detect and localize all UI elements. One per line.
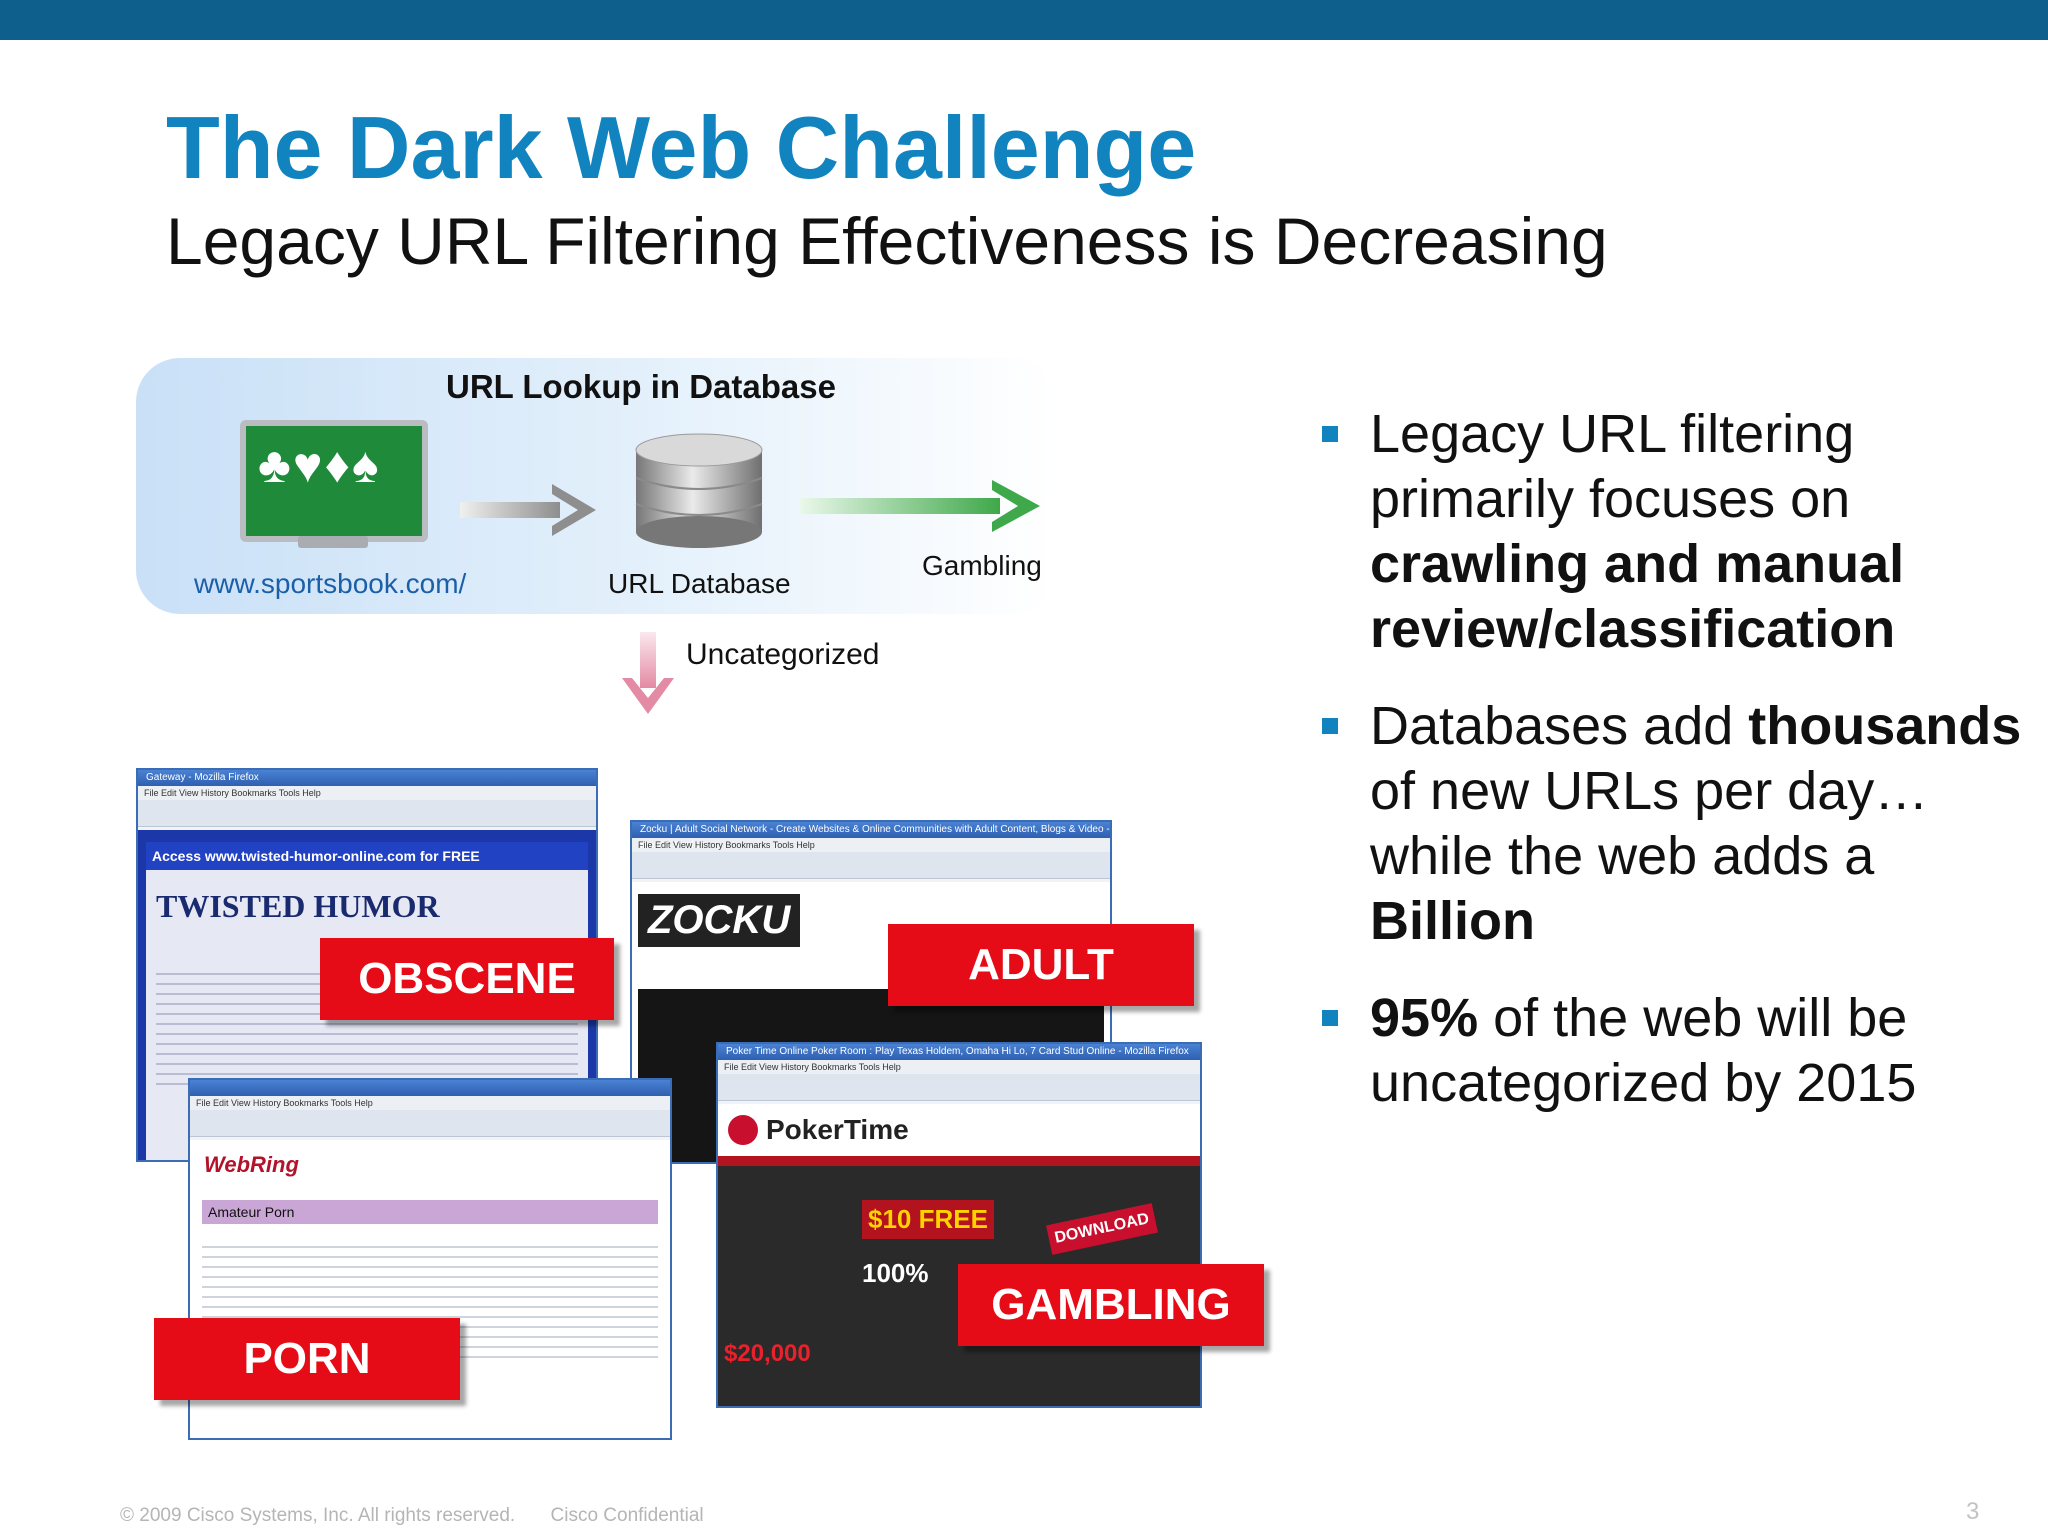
address-bar <box>138 800 596 827</box>
monitor-stand <box>298 536 368 548</box>
page-number: 3 <box>1966 1498 1980 1525</box>
result-gambling-label: Gambling <box>922 550 1042 581</box>
window-menu: File Edit View History Bookmarks Tools H… <box>632 838 1110 852</box>
gambling-site-window: Poker Time Online Poker Room : Play Texa… <box>716 1042 1202 1408</box>
url-lookup-title: URL Lookup in Database <box>446 368 836 405</box>
twisted-humor-logo: TWISTED HUMOR <box>156 888 440 924</box>
pink-arrow-icon <box>622 632 674 714</box>
gray-arrow-icon <box>460 484 596 536</box>
obscene-badge: OBSCENE <box>320 938 614 1020</box>
poker-chip-icon <box>728 1115 758 1145</box>
window-title: Gateway - Mozilla Firefox <box>138 770 596 786</box>
site-url-label: www.sportsbook.com/ <box>194 568 467 599</box>
bullet-item: Legacy URL filtering primarily focuses o… <box>1322 402 2022 662</box>
bullet-square-icon <box>1322 1010 1338 1026</box>
pokertime-logo: PokerTime <box>766 1114 909 1145</box>
playing-cards-icon: ♣♥♦♠ <box>258 437 381 493</box>
download-promo: DOWNLOAD <box>1046 1203 1158 1255</box>
window-menu: File Edit View History Bookmarks Tools H… <box>190 1096 670 1110</box>
nav-strip <box>718 1156 1200 1166</box>
window-menu: File Edit View History Bookmarks Tools H… <box>718 1060 1200 1074</box>
porn-badge: PORN <box>154 1318 460 1400</box>
prize-promo: $20,000 <box>724 1340 811 1367</box>
monitor-cards-icon <box>240 420 428 542</box>
window-title <box>190 1080 670 1096</box>
uncategorized-label: Uncategorized <box>686 638 880 671</box>
slide-footer: © 2009 Cisco Systems, Inc. All rights re… <box>120 1505 734 1527</box>
gambling-badge: GAMBLING <box>958 1264 1264 1346</box>
access-banner: Access www.twisted-humor-online.com for … <box>146 842 588 870</box>
bullet-item: Databases add thousands of new URLs per … <box>1322 694 2022 954</box>
window-title: Poker Time Online Poker Room : Play Texa… <box>718 1044 1200 1060</box>
webring-logo: WebRing <box>204 1152 299 1177</box>
copyright-text: © 2009 Cisco Systems, Inc. All rights re… <box>120 1505 516 1526</box>
slide-title: The Dark Web Challenge <box>166 98 1197 197</box>
category-heading: Amateur Porn <box>202 1200 658 1224</box>
bullet-item: 95% of the web will be uncategorized by … <box>1322 986 2022 1116</box>
window-title: Zocku | Adult Social Network - Create We… <box>632 822 1110 851</box>
slide-subtitle: Legacy URL Filtering Effectiveness is De… <box>166 204 1608 278</box>
url-database-label: URL Database <box>608 568 791 599</box>
database-icon <box>635 433 763 548</box>
percent-promo: 100% <box>862 1258 929 1288</box>
address-bar <box>632 852 1110 879</box>
window-menu: File Edit View History Bookmarks Tools H… <box>138 786 596 800</box>
bullet-square-icon <box>1322 426 1338 442</box>
bullet-list: Legacy URL filtering primarily focuses o… <box>1322 402 2022 1148</box>
green-arrow-icon <box>800 480 1040 532</box>
pokertime-header: PokerTime <box>718 1104 1200 1156</box>
address-bar <box>190 1110 670 1137</box>
address-bar <box>718 1074 1200 1101</box>
adult-badge: ADULT <box>888 924 1194 1006</box>
top-brand-bar <box>0 0 2048 40</box>
zocku-logo: ZOCKU <box>638 894 801 947</box>
bullet-square-icon <box>1322 718 1338 734</box>
gambling-site-content: PokerTime $10 FREE 100% $20,000 DOWNLOAD <box>718 1104 1200 1406</box>
confidential-text: Cisco Confidential <box>550 1505 704 1526</box>
ten-free-promo: $10 FREE <box>862 1200 994 1239</box>
